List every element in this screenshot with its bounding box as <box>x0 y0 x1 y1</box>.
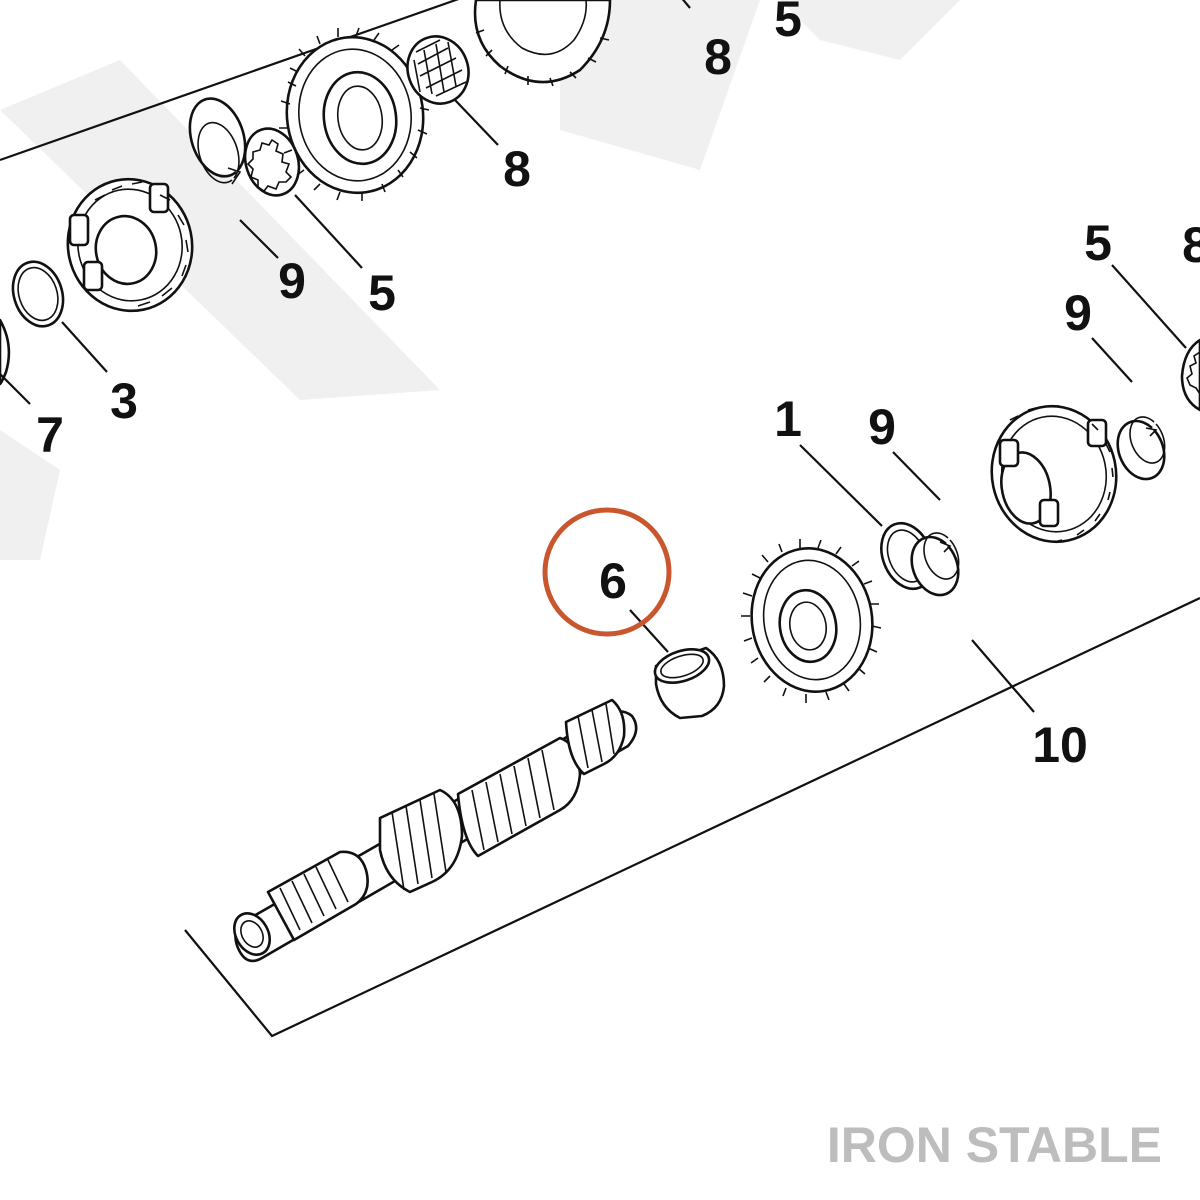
splined-washer-lower-icon <box>1180 338 1200 412</box>
callout-10: 10 <box>1032 717 1088 773</box>
helical-gear-lower-icon <box>741 539 882 703</box>
partial-part-left-edge <box>0 318 11 386</box>
needle-bearing-upper-icon <box>406 35 470 105</box>
callout-6: 6 <box>599 553 627 609</box>
callout-9-upper: 9 <box>278 253 306 309</box>
leader-5-right <box>1111 264 1187 349</box>
leader-9-upper <box>239 219 279 259</box>
upper-assembly-boundary <box>0 0 460 162</box>
dog-gear-upper-icon <box>66 177 194 313</box>
snap-ring-upper-icon <box>188 97 247 185</box>
dog-gear-lower-icon <box>990 404 1118 544</box>
callout-3: 3 <box>110 373 138 429</box>
leader-9-lower <box>892 451 941 501</box>
leader-7 <box>0 373 31 405</box>
leader-9-right <box>1091 337 1133 383</box>
callout-7: 7 <box>36 407 64 463</box>
splined-washer-upper-icon <box>243 127 301 197</box>
callout-5-upper: 5 <box>368 265 396 321</box>
leader-5-upper <box>294 194 363 269</box>
leader-8-upper <box>454 99 499 146</box>
callout-9-lower: 9 <box>868 399 896 455</box>
leader-1 <box>799 444 883 527</box>
leader-3 <box>61 321 108 373</box>
leader-10 <box>971 639 1035 713</box>
callout-8-right: 8 <box>1182 217 1200 273</box>
helical-gear-top-icon <box>473 0 612 87</box>
callout-9-right: 9 <box>1064 285 1092 341</box>
callout-1: 1 <box>774 391 802 447</box>
callout-8-top: 8 <box>704 29 732 85</box>
highlight-circle <box>542 507 672 637</box>
leader-8-top <box>681 0 691 9</box>
callout-5-right: 5 <box>1084 215 1112 271</box>
mainshaft-icon <box>233 698 638 963</box>
snap-ring-lower-right-icon <box>1116 416 1166 481</box>
leader-6 <box>629 609 669 653</box>
background-watermark <box>0 0 960 560</box>
mainshaft-assembly-boundary <box>184 597 1200 1038</box>
helical-gear-upper-icon <box>279 27 430 201</box>
callout-8-upper: 8 <box>503 141 531 197</box>
bushing-icon <box>653 646 726 720</box>
iron-stable-watermark: IRON STABLE <box>827 1117 1162 1173</box>
snap-ring-lower-icon <box>910 532 960 597</box>
thrust-washer-icon <box>11 260 65 328</box>
callout-5-top: 5 <box>774 0 802 47</box>
